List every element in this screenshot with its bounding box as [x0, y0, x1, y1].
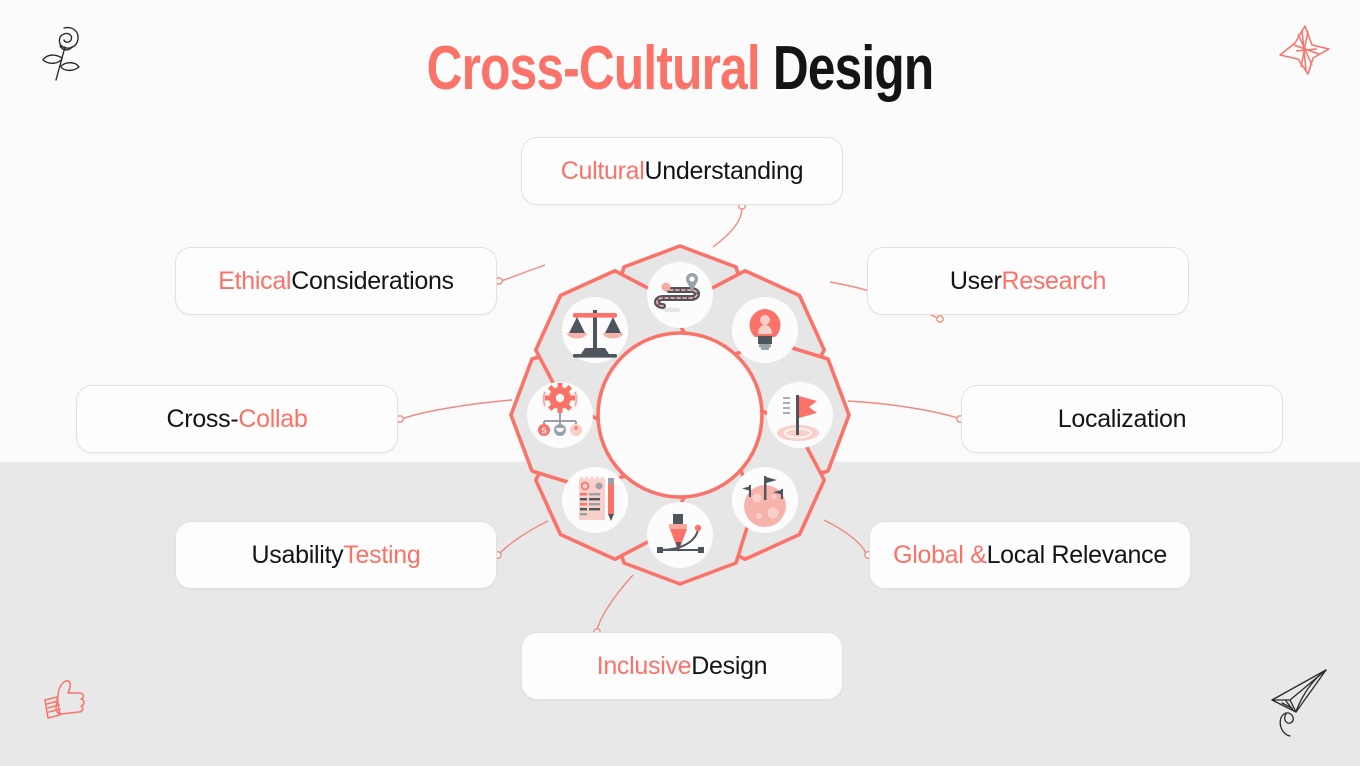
gear-network-icon: S	[538, 383, 582, 436]
node-cultural-understanding[interactable]	[647, 262, 713, 328]
globe-flags-icon	[742, 476, 786, 527]
node-inclusive-design[interactable]	[647, 502, 713, 568]
label-plain: Usability	[251, 540, 344, 569]
star-doodle	[1279, 25, 1330, 75]
label-accent: Inclusive	[596, 651, 692, 680]
flag-pin-icon	[777, 395, 819, 441]
node-user-research[interactable]	[732, 297, 798, 363]
thumbs-up-doodle	[44, 680, 85, 719]
road-map-pin-icon	[654, 273, 700, 313]
label-accent: Cultural	[560, 156, 645, 185]
label-accent: Ethical	[218, 266, 292, 295]
svg-text:S: S	[541, 426, 547, 435]
label-card-user-research[interactable]: User Research	[867, 247, 1189, 315]
radial-cycle-diagram: S	[495, 230, 865, 600]
label-accent: Research	[1001, 266, 1107, 295]
lightbulb-person-icon	[749, 309, 781, 350]
label-card-usability-testing[interactable]: Usability Testing	[175, 521, 497, 589]
label-plain: Understanding	[644, 156, 804, 185]
node-localization[interactable]	[767, 382, 833, 448]
label-plain: User	[949, 266, 1002, 295]
page-title: Cross-Cultural Design	[136, 38, 1224, 100]
page-title-accent: Cross-Cultural	[426, 34, 761, 103]
label-card-ethical-considerations[interactable]: Ethical Considerations	[175, 247, 497, 315]
node-cross-collab[interactable]: S	[527, 382, 593, 448]
label-plain: Cross-	[166, 404, 239, 433]
paper-plane-doodle	[1271, 669, 1327, 737]
clipboard-pencil-icon	[579, 476, 614, 521]
label-plain: Local Relevance	[986, 540, 1168, 569]
label-card-localization[interactable]: Localization	[961, 385, 1283, 453]
label-accent: Testing	[343, 540, 421, 569]
page-title-plain: Design	[759, 34, 934, 103]
label-card-cross-collab[interactable]: Cross-Collab	[76, 385, 398, 453]
label-accent: Collab	[238, 404, 308, 433]
label-card-global-local-relevance[interactable]: Global & Local Relevance	[869, 521, 1191, 589]
scales-balance-icon	[567, 310, 623, 358]
rose-doodle	[42, 26, 80, 81]
pen-tool-curve-icon	[657, 514, 704, 553]
node-usability-testing[interactable]	[562, 467, 628, 533]
label-plain: Localization	[1057, 404, 1187, 433]
label-card-cultural-understanding[interactable]: Cultural Understanding	[521, 137, 843, 205]
label-plain: Considerations	[291, 266, 454, 295]
node-ethical-considerations[interactable]	[562, 297, 628, 363]
label-plain: Design	[691, 651, 768, 680]
label-accent: Global &	[893, 540, 987, 569]
node-global-local-relevance[interactable]	[732, 467, 798, 533]
label-card-inclusive-design[interactable]: Inclusive Design	[521, 632, 843, 700]
